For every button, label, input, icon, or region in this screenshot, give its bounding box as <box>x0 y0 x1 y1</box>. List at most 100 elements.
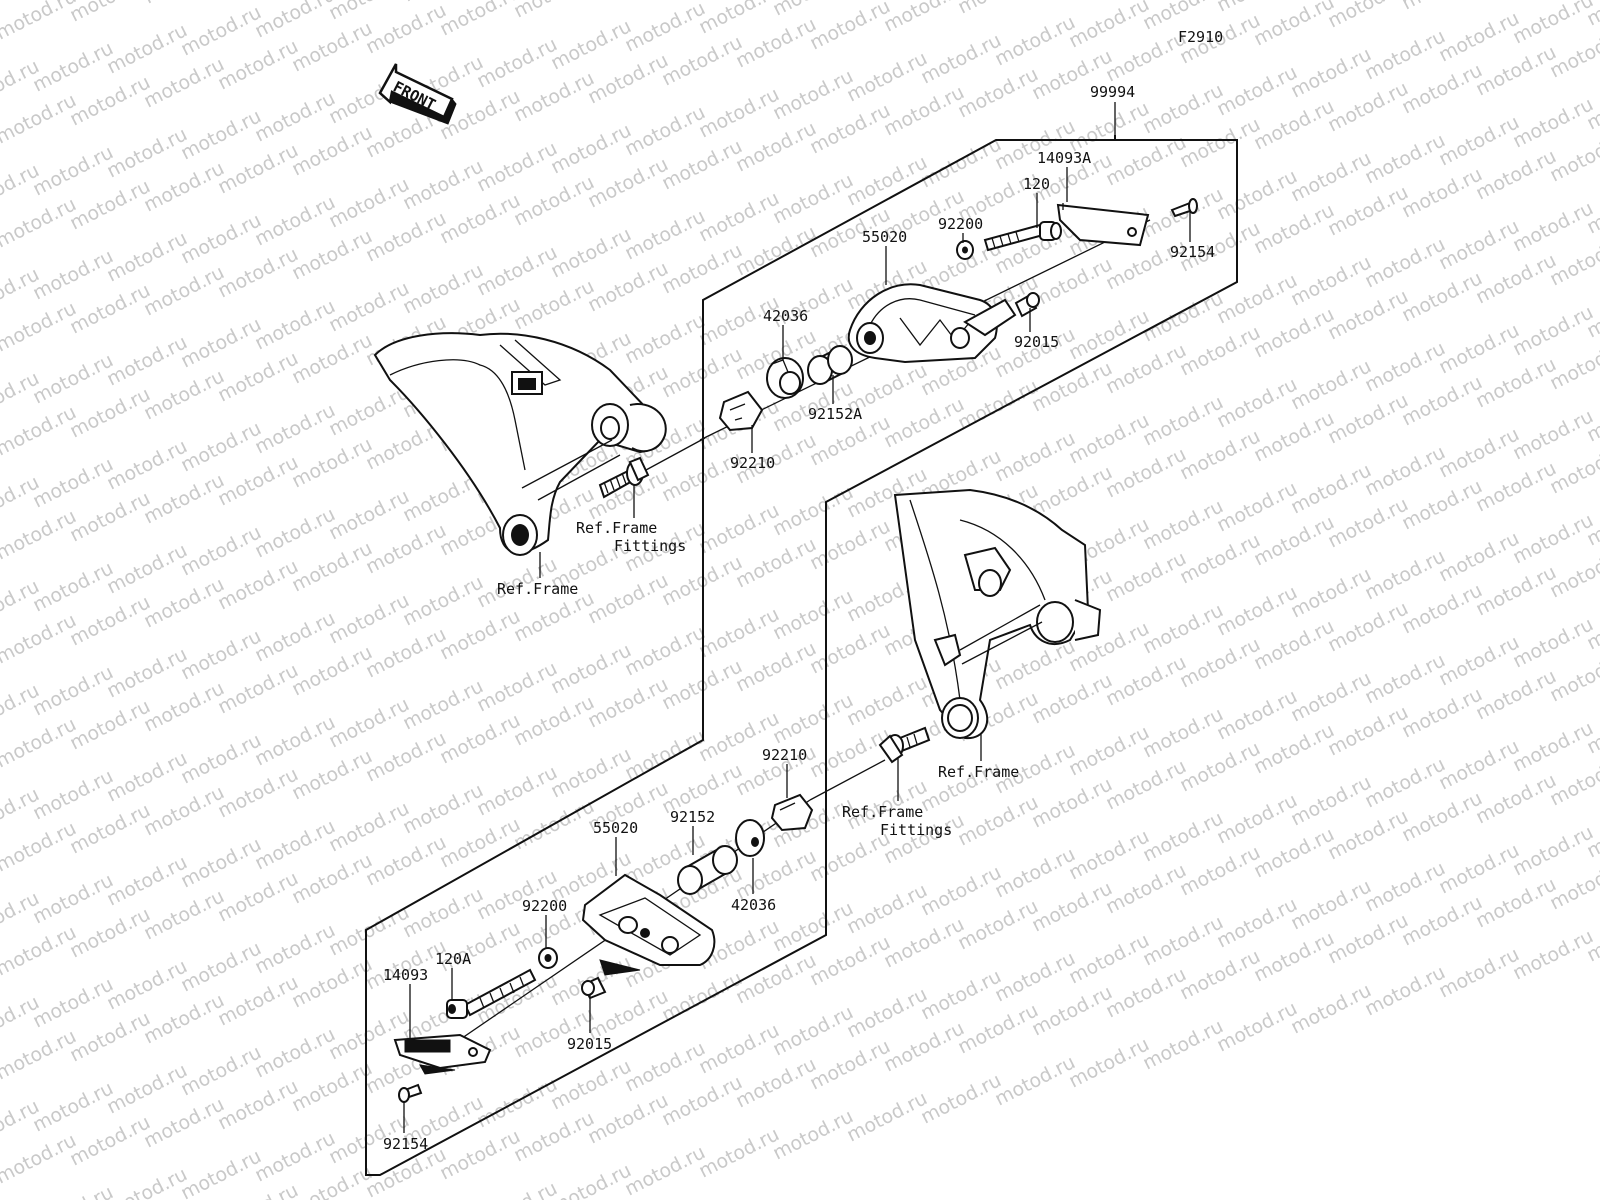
watermark-text: motod.ru <box>1398 59 1486 118</box>
watermark-text: motod.ru <box>399 259 487 318</box>
watermark-text: motod.ru <box>399 155 487 214</box>
lower-plate <box>393 1033 492 1075</box>
watermark-text: motod.ru <box>1176 633 1264 692</box>
watermark-text: motod.ru <box>0 713 80 772</box>
watermark-text: motod.ru <box>251 191 339 250</box>
watermark-text: motod.ru <box>510 67 598 126</box>
watermark-text: motod.ru <box>436 709 524 768</box>
watermark-text: motod.ru <box>66 695 154 754</box>
watermark-text: motod.ru <box>1287 875 1375 934</box>
watermark-text: motod.ru <box>473 865 561 924</box>
watermark-text: motod.ru <box>0 609 80 668</box>
watermark-text: motod.ru <box>1472 41 1560 100</box>
watermark-text: motod.ru <box>1398 787 1486 846</box>
watermark-text: motod.ru <box>769 481 857 540</box>
watermark-text: motod.ru <box>436 1125 524 1184</box>
watermark-text: motod.ru <box>547 223 635 282</box>
watermark-text: motod.ru <box>621 101 709 160</box>
watermark-text: motod.ru <box>1472 561 1560 620</box>
watermark-text: motod.ru <box>362 623 450 682</box>
watermark-text: motod.ru <box>843 1087 931 1146</box>
watermark-text: motod.ru <box>1213 997 1301 1056</box>
watermark-text: motod.ru <box>917 861 1005 920</box>
watermark-text: motod.ru <box>288 1161 376 1200</box>
watermark-text: motod.ru <box>1398 579 1486 638</box>
watermark-text: motod.ru <box>29 869 117 928</box>
upper-frame-slider <box>847 283 1017 364</box>
watermark-text: motod.ru <box>1287 563 1375 622</box>
watermark-text: motod.ru <box>1065 97 1153 156</box>
watermark-text: motod.ru <box>1287 43 1375 102</box>
watermark-text: motod.ru <box>1435 527 1523 586</box>
label-92210-upper: 92210 <box>730 454 775 472</box>
watermark-text: motod.ru <box>621 1037 709 1096</box>
watermark-text: motod.ru <box>436 605 524 664</box>
watermark-text: motod.ru <box>1472 249 1560 308</box>
watermark-text: motod.ru <box>325 277 413 336</box>
watermark-text: motod.ru <box>1213 165 1301 224</box>
watermark-text: motod.ru <box>325 485 413 544</box>
label-92210-lower: 92210 <box>762 746 807 764</box>
watermark-text: motod.ru <box>1176 321 1264 380</box>
watermark-text: motod.ru <box>362 0 450 58</box>
watermark-text: motod.ru <box>1472 145 1560 204</box>
upper-screw <box>1170 198 1198 218</box>
watermark-text: motod.ru <box>1028 461 1116 520</box>
watermark-text: motod.ru <box>806 99 894 158</box>
lower-frame-slider <box>581 873 716 976</box>
watermark-text: motod.ru <box>0 89 80 148</box>
watermark-text: motod.ru <box>1287 147 1375 206</box>
upper-collar <box>1014 292 1040 318</box>
watermark-text: motod.ru <box>177 209 265 268</box>
watermark-text: motod.ru <box>1065 1033 1153 1092</box>
watermark-text: motod.ru <box>436 813 524 872</box>
watermark-text: motod.ru <box>399 779 487 838</box>
watermark-text: motod.ru <box>251 503 339 562</box>
watermark-text: motod.ru <box>1398 475 1486 534</box>
watermark-text: motod.ru <box>991 1051 1079 1110</box>
watermark-text: motod.ru <box>140 1093 228 1152</box>
watermark-text: motod.ru <box>769 689 857 748</box>
watermark-text: motod.ru <box>29 661 117 720</box>
watermark-text: motod.ru <box>214 243 302 302</box>
watermark-text: motod.ru <box>584 0 672 4</box>
watermark-text: motod.ru <box>1139 1015 1227 1074</box>
watermark-text: motod.ru <box>473 657 561 716</box>
watermark-text: motod.ru <box>29 141 117 200</box>
label-120: 120 <box>1023 175 1050 193</box>
watermark-text: motod.ru <box>510 171 598 230</box>
watermark-text: motod.ru <box>177 937 265 996</box>
watermark-text: motod.ru <box>103 539 191 598</box>
upper-frame-fitting-bolt <box>598 456 650 499</box>
watermark-text: motod.ru <box>66 1007 154 1066</box>
watermark-text: motod.ru <box>954 63 1042 122</box>
watermark-text: motod.ru <box>1361 25 1449 84</box>
watermark-text: motod.ru <box>1509 405 1597 464</box>
watermark-text: motod.ru <box>1250 199 1338 258</box>
upper-bolt <box>983 221 1062 252</box>
watermark-text: motod.ru <box>1139 807 1227 866</box>
lower-labels: 92210 92152 55020 42036 92200 120A 14093… <box>383 733 1019 1153</box>
watermark-text: motod.ru <box>214 139 302 198</box>
watermark-text: motod.ru <box>1102 755 1190 814</box>
watermark-text: motod.ru <box>584 673 672 732</box>
watermark-text: motod.ru <box>1435 215 1523 274</box>
watermark-text: motod.ru <box>843 671 931 730</box>
watermark-text: motod.ru <box>103 955 191 1014</box>
watermark-text: motod.ru <box>1139 391 1227 450</box>
watermark-text: motod.ru <box>1361 233 1449 292</box>
watermark-text: motod.ru <box>658 135 746 194</box>
watermark-text: motod.ru <box>29 453 117 512</box>
watermark-text: motod.ru <box>473 137 561 196</box>
watermark-text: motod.ru <box>1324 909 1412 968</box>
label-ref-frame-upper: Ref.Frame <box>497 580 578 598</box>
watermark-text: motod.ru <box>843 983 931 1042</box>
watermark-text: motod.ru <box>140 0 228 8</box>
label-92200-lower: 92200 <box>522 897 567 915</box>
watermark-text: motod.ru <box>732 637 820 696</box>
watermark-text: motod.ru <box>1139 599 1227 658</box>
watermark-text: motod.ru <box>1213 581 1301 640</box>
watermark-text: motod.ru <box>917 1069 1005 1128</box>
watermark-text: motod.ru <box>769 169 857 228</box>
